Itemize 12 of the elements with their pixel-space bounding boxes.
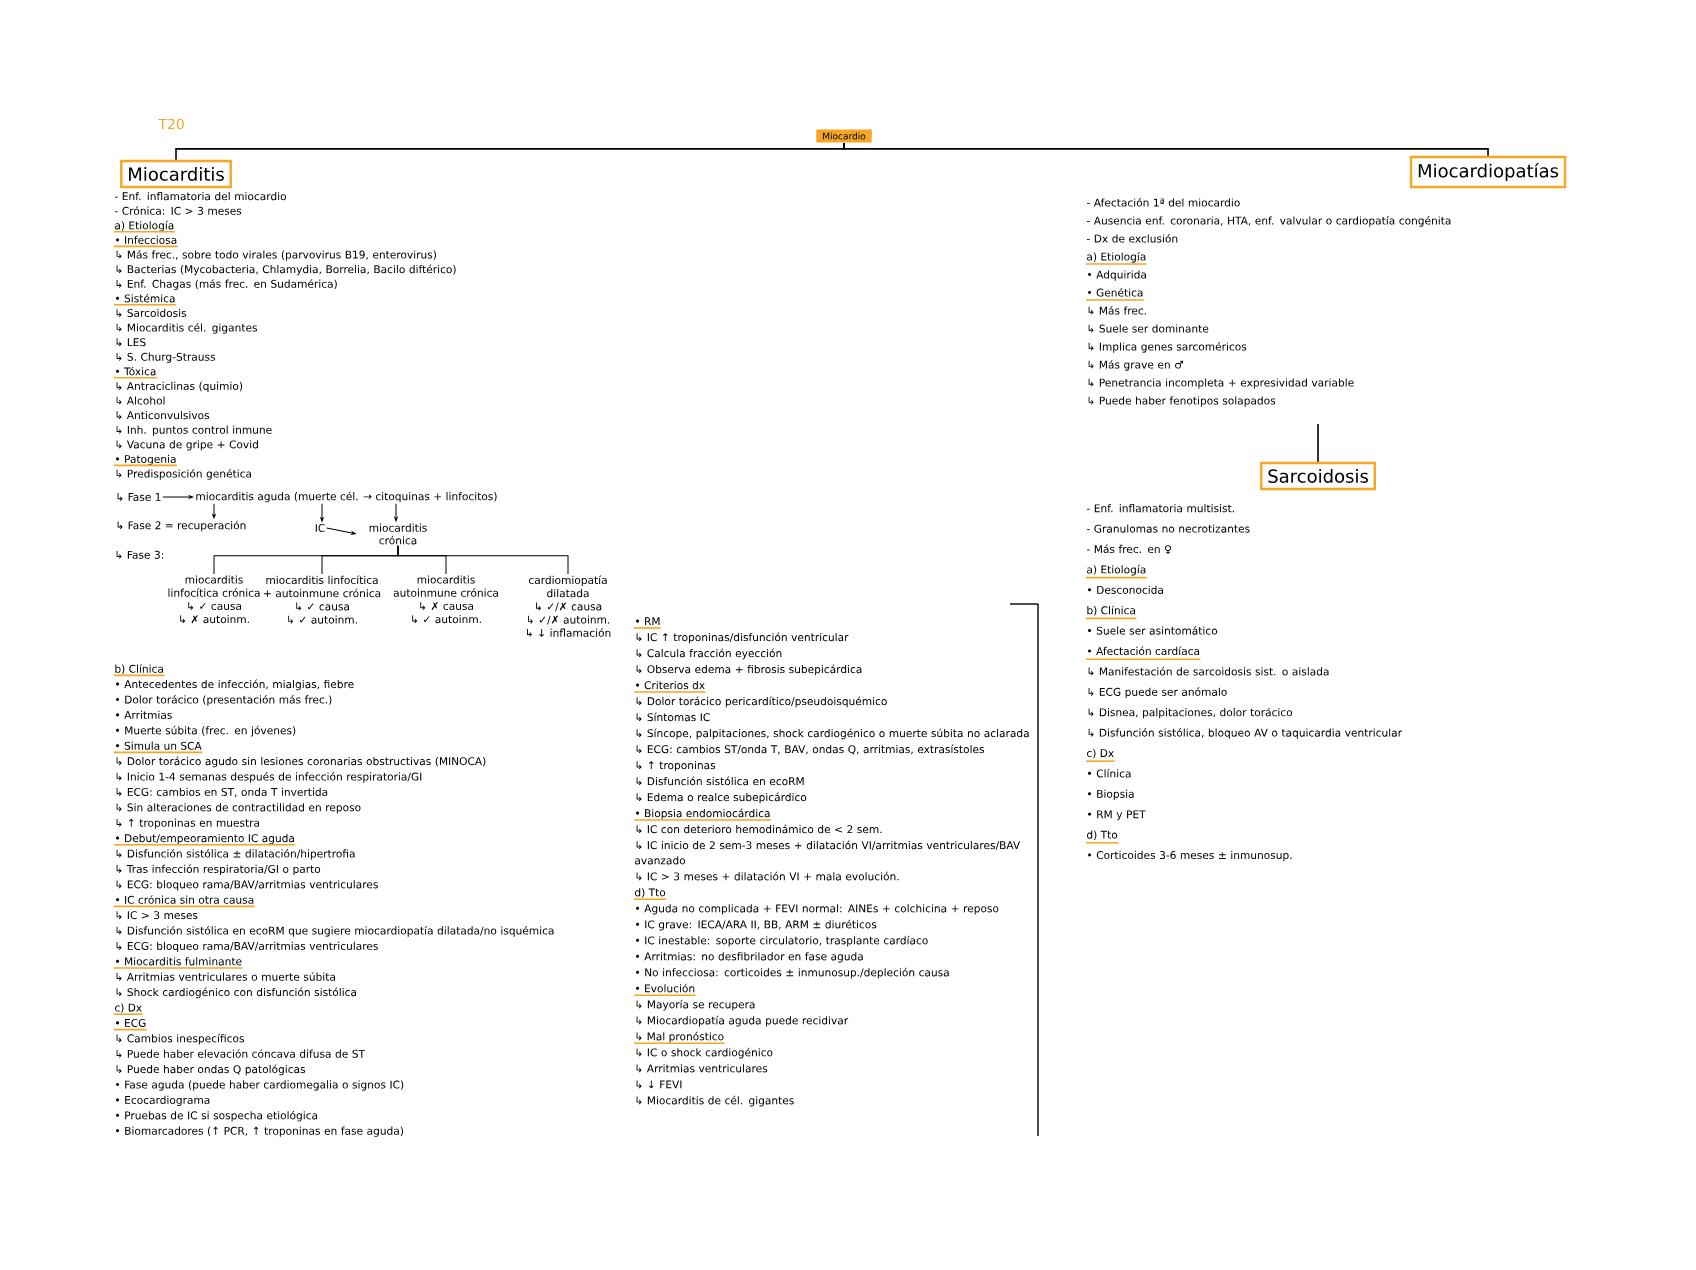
heading-box: Miocardiopatías xyxy=(1409,155,1567,189)
connector xyxy=(175,142,845,161)
connector xyxy=(320,503,324,522)
connector xyxy=(162,495,194,499)
connector xyxy=(326,527,356,535)
connector xyxy=(394,503,398,522)
connector xyxy=(843,142,1489,157)
heading-box: Miocarditis xyxy=(120,159,232,189)
connector xyxy=(212,503,216,519)
heading-box: Sarcoidosis xyxy=(1260,461,1376,491)
connector xyxy=(397,545,569,575)
connector xyxy=(1317,423,1319,463)
